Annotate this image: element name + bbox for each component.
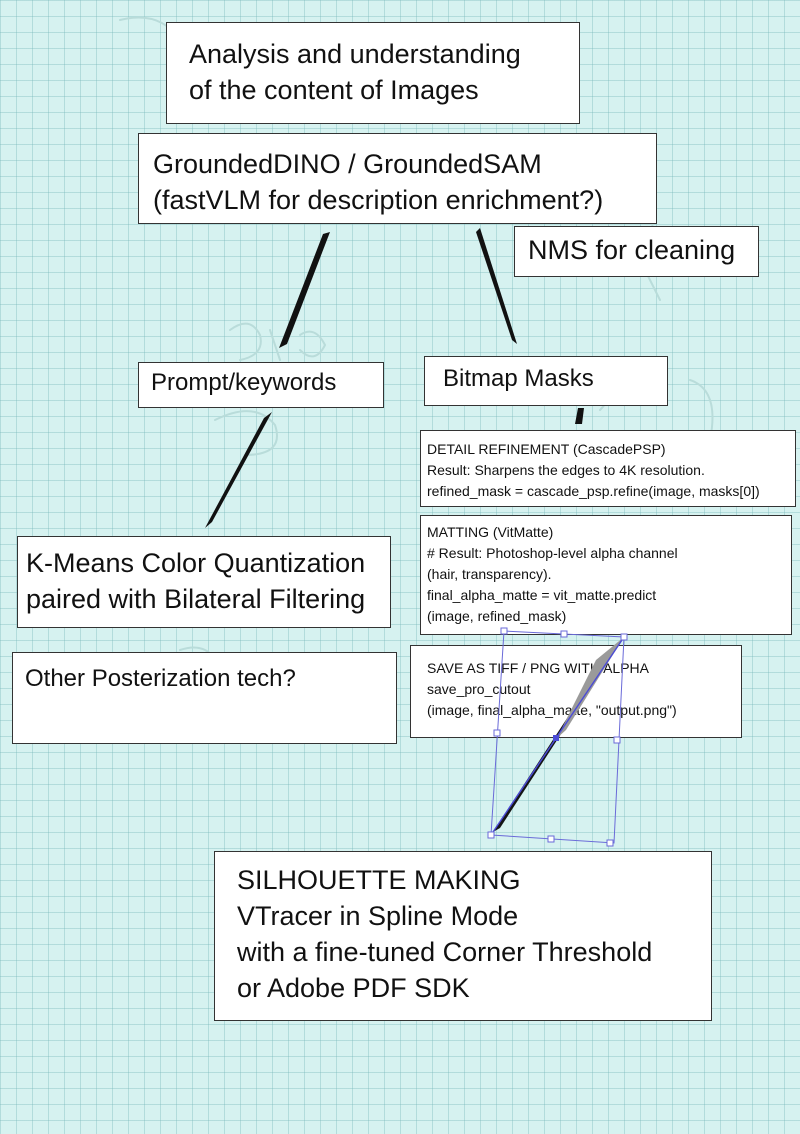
other-label: Other Posterization tech? bbox=[25, 665, 296, 692]
save-line-3: (image, final_alpha_matte, "output.png") bbox=[427, 702, 677, 718]
nms-label: NMS for cleaning bbox=[528, 235, 736, 265]
detail-line-3: refined_mask = cascade_psp.refine(image,… bbox=[427, 483, 760, 499]
save-box: SAVE AS TIFF / PNG WITH ALPHA save_pro_c… bbox=[410, 645, 742, 738]
stroke-grounded-to-prompt bbox=[279, 232, 330, 348]
matting-line-1: MATTING (VitMatte) bbox=[427, 524, 554, 540]
save-line-2: save_pro_cutout bbox=[427, 681, 531, 697]
detail-line-1: DETAIL REFINEMENT (CascadePSP) bbox=[427, 441, 666, 457]
grounded-line-2: (fastVLM for description enrichment?) bbox=[153, 185, 604, 215]
grounded-box: GroundedDINO / GroundedSAM (fastVLM for … bbox=[138, 133, 657, 224]
silhouette-line-2: VTracer in Spline Mode bbox=[237, 901, 519, 931]
kmeans-line-1: K-Means Color Quantization bbox=[26, 548, 366, 578]
kmeans-box: K-Means Color Quantization paired with B… bbox=[17, 536, 391, 628]
analysis-line-1: Analysis and understanding bbox=[189, 39, 521, 69]
grounded-line-1: GroundedDINO / GroundedSAM bbox=[153, 149, 542, 179]
stroke-grounded-to-bitmap bbox=[476, 228, 517, 344]
silhouette-line-3: with a fine-tuned Corner Threshold bbox=[237, 937, 653, 967]
bitmap-label: Bitmap Masks bbox=[443, 365, 594, 392]
matting-line-5: (image, refined_mask) bbox=[427, 608, 567, 624]
matting-line-4: final_alpha_matte = vit_matte.predict bbox=[427, 587, 657, 603]
nms-box: NMS for cleaning bbox=[514, 226, 759, 277]
prompt-box: Prompt/keywords bbox=[138, 362, 384, 408]
silhouette-line-1: SILHOUETTE MAKING bbox=[237, 865, 521, 895]
other-posterization-box: Other Posterization tech? bbox=[12, 652, 397, 744]
kmeans-line-2: paired with Bilateral Filtering bbox=[26, 584, 366, 614]
analysis-line-2: of the content of Images bbox=[189, 75, 479, 105]
matting-box: MATTING (VitMatte) # Result: Photoshop-l… bbox=[420, 515, 792, 635]
prompt-label: Prompt/keywords bbox=[151, 369, 337, 396]
matting-line-3: (hair, transparency). bbox=[427, 566, 552, 582]
silhouette-line-4: or Adobe PDF SDK bbox=[237, 973, 470, 1003]
analysis-box: Analysis and understanding of the conten… bbox=[166, 22, 580, 124]
matting-line-2: # Result: Photoshop-level alpha channel bbox=[427, 545, 678, 561]
detail-refinement-box: DETAIL REFINEMENT (CascadePSP) Result: S… bbox=[420, 430, 796, 507]
stroke-prompt-to-kmeans bbox=[205, 412, 272, 528]
bitmap-box: Bitmap Masks bbox=[424, 356, 668, 406]
detail-line-2: Result: Sharpens the edges to 4K resolut… bbox=[427, 462, 705, 478]
stroke-bitmap-dot bbox=[575, 408, 584, 424]
selection-bounding-box bbox=[487, 627, 628, 847]
silhouette-box: SILHOUETTE MAKING VTracer in Spline Mode… bbox=[214, 851, 712, 1021]
